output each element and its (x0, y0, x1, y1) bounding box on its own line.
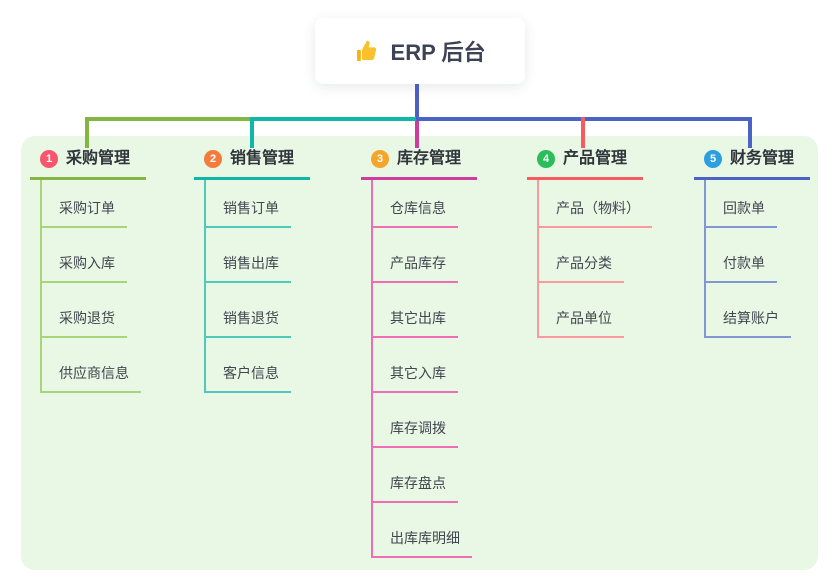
child-node[interactable]: 回款单 (706, 180, 777, 228)
branch-title: 财务管理 (730, 150, 795, 167)
child-node[interactable]: 采购退货 (42, 283, 127, 338)
child-node[interactable]: 结算账户 (706, 283, 791, 338)
branch-children: 产品（物料） 产品分类 产品单位 (537, 180, 652, 338)
child-node[interactable]: 库存调拨 (373, 393, 458, 448)
child-node[interactable]: 供应商信息 (42, 338, 141, 393)
connector-horizontal-purchase (85, 117, 252, 121)
root-node[interactable]: ERP 后台 (315, 18, 525, 84)
child-node[interactable]: 客户信息 (206, 338, 291, 393)
branch-purchase: 1 采购管理 采购订单 采购入库 采购退货 供应商信息 (30, 148, 146, 393)
connector-horizontal-sales (252, 117, 416, 121)
branch-children: 回款单 付款单 结算账户 (704, 180, 810, 338)
child-node[interactable]: 产品分类 (539, 228, 624, 283)
child-node[interactable]: 产品库存 (373, 228, 458, 283)
branch-finance: 5 财务管理 回款单 付款单 结算账户 (694, 148, 810, 338)
child-node[interactable]: 销售订单 (206, 180, 291, 228)
branch-inventory: 3 库存管理 仓库信息 产品库存 其它出库 其它入库 库存调拨 库存盘点 出库库… (361, 148, 477, 558)
child-node[interactable]: 其它出库 (373, 283, 458, 338)
branch-children: 仓库信息 产品库存 其它出库 其它入库 库存调拨 库存盘点 出库库明细 (371, 180, 477, 558)
branch-node-inventory[interactable]: 3 库存管理 (361, 148, 477, 180)
connector-drop-product (581, 117, 585, 148)
connector-drop-sales (250, 117, 254, 148)
child-node[interactable]: 采购入库 (42, 228, 127, 283)
child-node[interactable]: 仓库信息 (373, 180, 458, 228)
branch-title: 采购管理 (66, 150, 131, 167)
branch-children: 采购订单 采购入库 采购退货 供应商信息 (40, 180, 146, 393)
branches-panel (21, 136, 818, 570)
branch-product: 4 产品管理 产品（物料） 产品分类 产品单位 (527, 148, 652, 338)
child-node[interactable]: 销售退货 (206, 283, 291, 338)
branch-node-purchase[interactable]: 1 采购管理 (30, 148, 146, 180)
child-node[interactable]: 产品单位 (539, 283, 624, 338)
child-node[interactable]: 库存盘点 (373, 448, 458, 503)
child-node[interactable]: 出库库明细 (373, 503, 472, 558)
child-node[interactable]: 其它入库 (373, 338, 458, 393)
connector-drop-finance (748, 117, 752, 148)
connector-drop-inventory (415, 121, 419, 148)
root-label: ERP 后台 (390, 40, 486, 65)
branch-node-product[interactable]: 4 产品管理 (527, 148, 643, 180)
child-node[interactable]: 销售出库 (206, 228, 291, 283)
branch-node-finance[interactable]: 5 财务管理 (694, 148, 810, 180)
branch-title: 库存管理 (397, 150, 462, 167)
branch-title: 销售管理 (230, 150, 295, 167)
branch-number-badge: 5 (704, 150, 722, 168)
branch-number-badge: 4 (537, 150, 555, 168)
branch-children: 销售订单 销售出库 销售退货 客户信息 (204, 180, 310, 393)
child-node[interactable]: 产品（物料） (539, 180, 652, 228)
child-node[interactable]: 采购订单 (42, 180, 127, 228)
branch-number-badge: 2 (204, 150, 222, 168)
branch-node-sales[interactable]: 2 销售管理 (194, 148, 310, 180)
thumbs-up-icon (355, 39, 380, 64)
child-node[interactable]: 付款单 (706, 228, 777, 283)
connector-drop-purchase (85, 117, 89, 148)
branch-title: 产品管理 (563, 150, 628, 167)
branch-sales: 2 销售管理 销售订单 销售出库 销售退货 客户信息 (194, 148, 310, 393)
connector-root-stem (415, 84, 419, 121)
branch-number-badge: 3 (371, 150, 389, 168)
branch-number-badge: 1 (40, 150, 58, 168)
